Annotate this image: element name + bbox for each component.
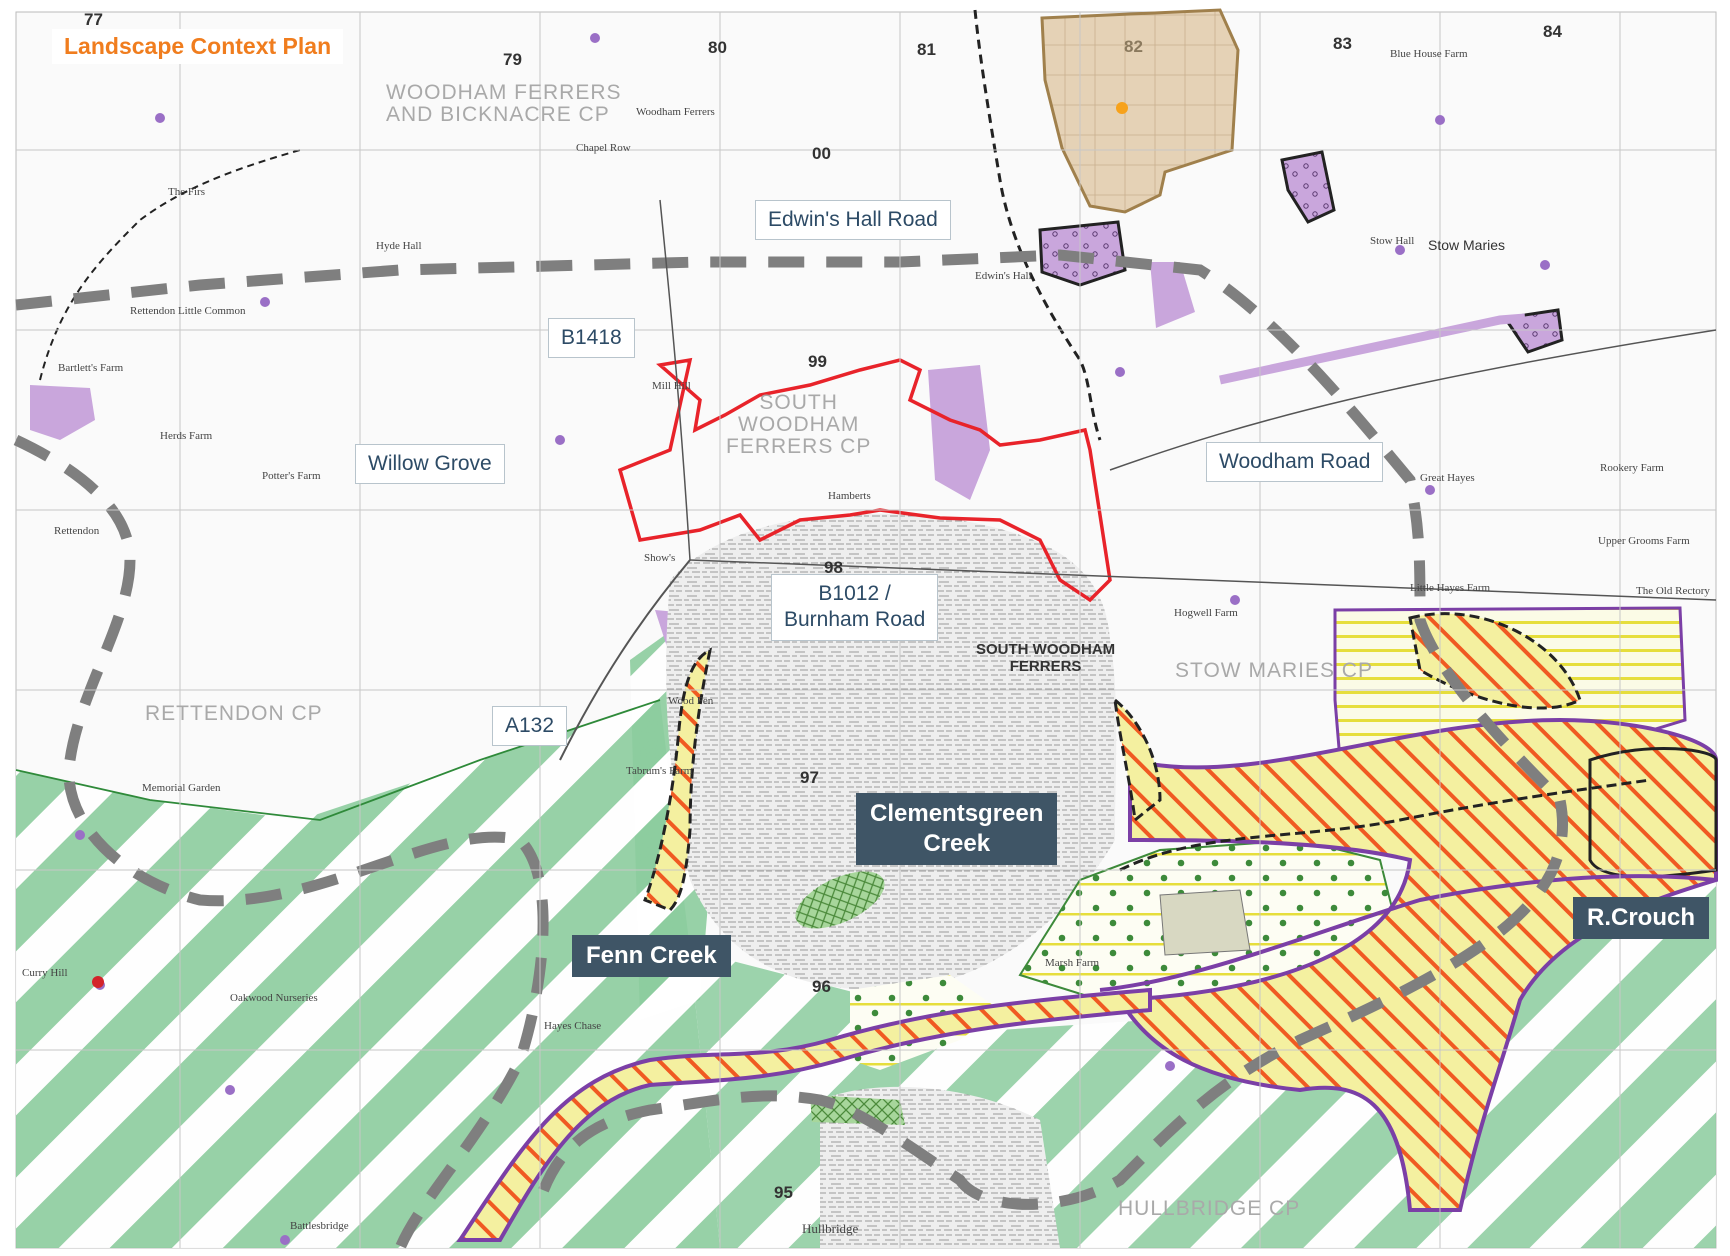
place-hullbridge: Hullbridge [802, 1221, 859, 1236]
grid-number-98: 98 [824, 558, 843, 577]
parish-stow-maries: STOW MARIES CP [1175, 659, 1373, 682]
water-label-clementsgreen-line2: Creek [923, 830, 991, 857]
place-blue-house-farm: Blue House Farm [1390, 48, 1468, 60]
black-dashed-path-north [973, 9, 1102, 441]
green-belt-stripes-southwest [16, 700, 720, 1248]
road-burnham [689, 559, 1717, 601]
place-rookery-farm: Rookery Farm [1600, 462, 1664, 474]
place-rettendon-little-common: Rettendon Little Common [130, 305, 246, 317]
place-hogwell-farm: Hogwell Farm [1174, 607, 1238, 619]
grey-dashed-boundary-west [13, 435, 549, 1251]
town-swf-line2: FERRERS [1009, 657, 1082, 675]
purple-area-e [928, 365, 990, 500]
place-woodham-ferrers: Woodham Ferrers [636, 106, 715, 118]
orange-star-marker [1116, 102, 1128, 114]
grid-number-99: 99 [808, 352, 827, 371]
parish-woodham-line2: AND BICKNACRE CP [386, 103, 610, 127]
place-the-old-rectory: The Old Rectory [1636, 585, 1710, 597]
place-curry-hill: Curry Hill [22, 967, 68, 979]
town-stow-maries: Stow Maries [1428, 237, 1506, 253]
grid-number-97: 97 [800, 768, 819, 787]
road-label-edwins-hall-road: Edwin's Hall Road [755, 200, 951, 241]
place-fenn-wood: Wood Fen [668, 695, 714, 707]
road-label-woodham-road: Woodham Road [1206, 442, 1384, 483]
road-label-b1012-line1: B1012 / [818, 582, 891, 605]
town-south-woodham-ferrers: SOUTH WOODHAM FERRERS [976, 641, 1116, 675]
grey-hatch-marsh [1159, 889, 1251, 956]
town-swf-line1: SOUTH WOODHAM [976, 641, 1116, 658]
road-label-b1012-line2: Burnham Road [784, 608, 926, 632]
purple-area-d [1150, 262, 1195, 328]
parish-south-woodham: SOUTH WOODHAM FERRERS CP [726, 391, 872, 459]
orange-hatch-fenn-creek-upper [643, 647, 713, 912]
map-title: Landscape Context Plan [52, 29, 344, 64]
orange-hatch-town-east [1113, 696, 1162, 823]
place-marsh-farm: Marsh Farm [1045, 957, 1100, 969]
grid-number-95: 95 [774, 1183, 793, 1202]
red-site-boundary [617, 357, 1112, 603]
parish-south-line1: SOUTH [759, 391, 838, 414]
tan-parcel-82 [1040, 8, 1240, 214]
road-label-a132: A132 [492, 706, 568, 747]
place-battlesbridge: Battlesbridge [290, 1220, 349, 1232]
place-stow-hall: Stow Hall [1370, 235, 1415, 247]
place-the-firs: The Firs [168, 186, 205, 198]
place-tabrums-farm: Tabrum's Farm [626, 765, 693, 777]
grid-number-84: 84 [1543, 22, 1562, 41]
place-mill-hill: Mill Hill [652, 380, 691, 392]
purple-line-creek [1099, 874, 1717, 992]
place-great-hayes: Great Hayes [1420, 472, 1475, 484]
parish-south-line2: WOODHAM [738, 413, 860, 437]
grid-number-77: 77 [84, 10, 103, 29]
place-rettendon: Rettendon [54, 525, 100, 537]
place-chapel-row: Chapel Row [576, 142, 631, 154]
red-star-marker [92, 976, 104, 988]
grid-number-81: 81 [917, 40, 936, 59]
orange-hatch-fenn-creek-lower [456, 987, 1152, 1242]
green-crosshatch-open-space [795, 871, 885, 929]
place-oakwood-nurseries: Oakwood Nurseries [230, 992, 318, 1004]
black-dashed-creek-path [1119, 778, 1651, 872]
road-label-b1012-burnham-road: B1012 / Burnham Road [771, 574, 939, 641]
grid-number-82: 82 [1124, 37, 1143, 56]
black-dashed-path-west [39, 149, 301, 381]
place-edwins-hall: Edwin's Hall [975, 270, 1032, 282]
place-little-hayes-farm: Little Hayes Farm [1410, 582, 1491, 594]
road-label-b1418: B1418 [548, 318, 635, 359]
road-label-willow-grove: Willow Grove [355, 444, 505, 485]
place-hamberts: Hamberts [828, 490, 871, 502]
parish-south-line3: FERRERS CP [726, 435, 872, 459]
grid-number-80: 80 [708, 38, 727, 57]
place-potters-farm: Potter's Farm [262, 470, 321, 482]
grid-number-96: 96 [812, 977, 831, 996]
grid-number-79: 79 [503, 50, 522, 69]
water-label-fenn-creek: Fenn Creek [572, 935, 731, 977]
grid-number-00: 00 [812, 144, 831, 163]
grid-number-83: 83 [1333, 34, 1352, 53]
parish-woodham-ferrers: WOODHAM FERRERS AND BICKNACRE CP [386, 81, 622, 127]
place-upper-grooms-farm: Upper Grooms Farm [1598, 535, 1690, 547]
water-label-river-crouch: R.Crouch [1573, 897, 1709, 939]
map-grid-lines [16, 12, 1716, 1248]
purple-area-f [30, 385, 95, 440]
road-b1418 [659, 199, 691, 561]
place-memorial-garden: Memorial Garden [142, 782, 221, 794]
parish-rettendon: RETTENDON CP [145, 702, 323, 725]
grey-dashed-boundary-north [15, 249, 1568, 1210]
road-woodham [1109, 329, 1717, 471]
place-bartletts-farm: Bartlett's Farm [58, 362, 124, 374]
parish-woodham-line1: WOODHAM FERRERS [386, 81, 622, 104]
road-a132 [559, 559, 691, 761]
water-label-clementsgreen-line1: Clementsgreen [870, 800, 1044, 827]
place-hyde-hall: Hyde Hall [376, 240, 422, 252]
place-hayes-chase: Hayes Chase [544, 1020, 602, 1032]
place-shows: Show's [644, 552, 676, 564]
parish-hullbridge: HULLBRIDGE CP [1118, 1197, 1301, 1220]
water-label-clementsgreen-creek: Clementsgreen Creek [856, 793, 1058, 865]
orange-hatch-east-bank [1588, 746, 1718, 879]
purple-railway-strip [1219, 313, 1526, 385]
place-herds-farm: Herds Farm [160, 430, 213, 442]
purple-woodland-b [1280, 150, 1336, 224]
